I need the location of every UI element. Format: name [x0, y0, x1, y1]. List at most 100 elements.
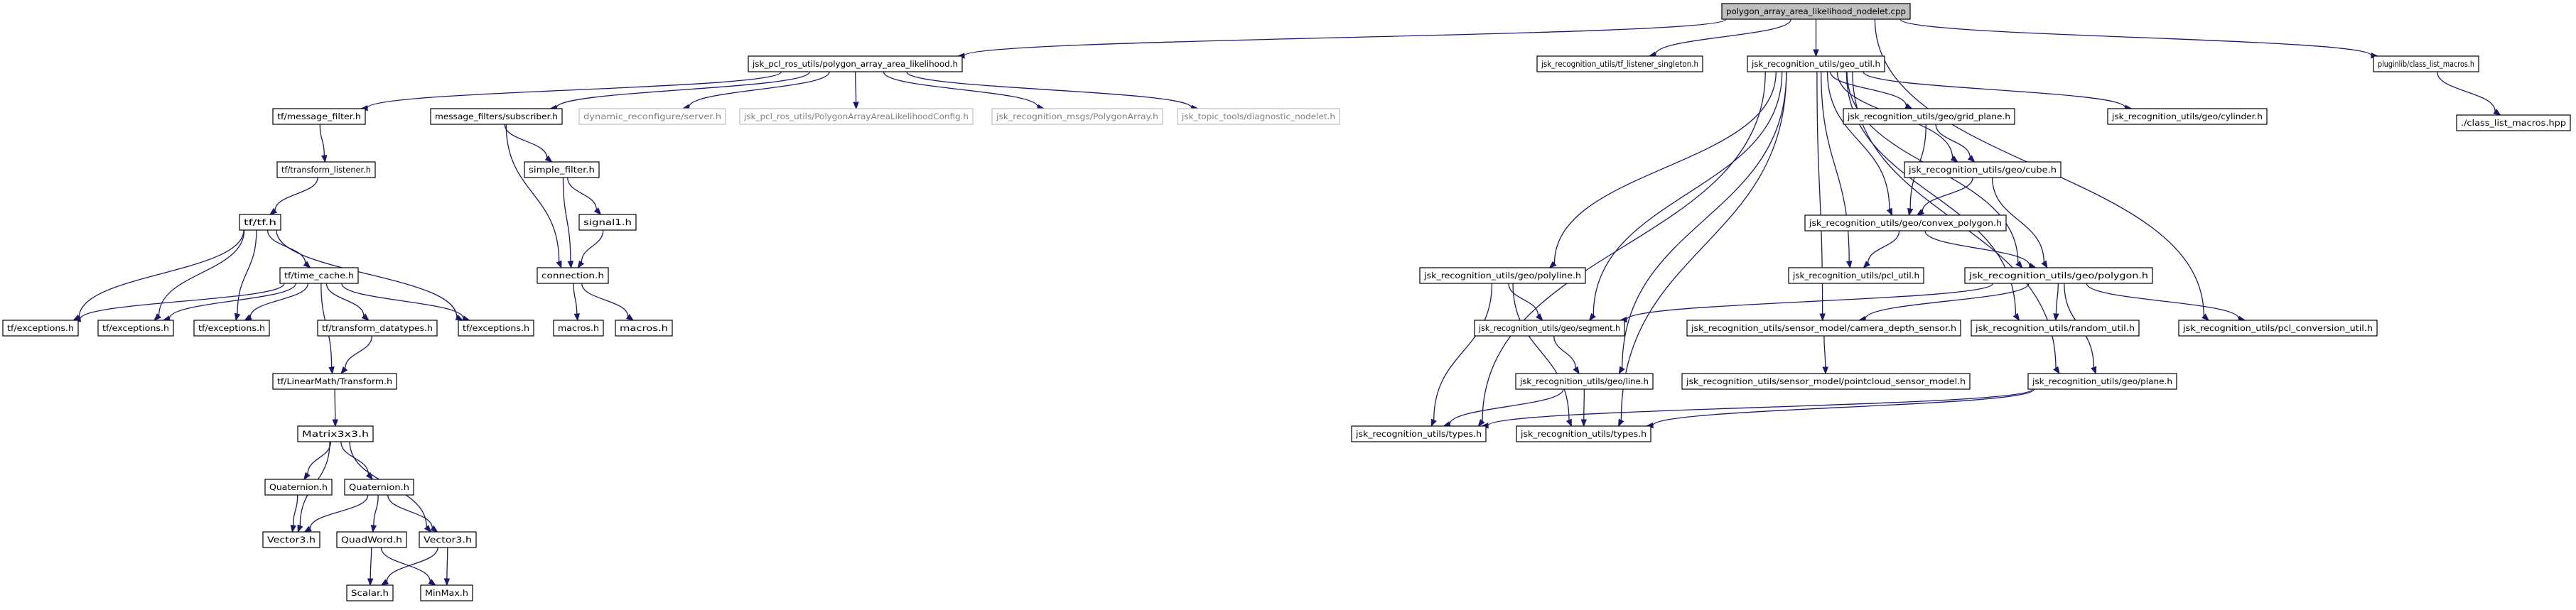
node-time-cache[interactable]: tf/time_cache.h [279, 267, 359, 284]
node-plane[interactable]: jsk_recognition_utils/geo/plane.h [2027, 373, 2177, 390]
node-exc1[interactable]: tf/exceptions.h [2, 320, 79, 337]
node-quaternion2[interactable]: Quaternion.h [344, 479, 414, 496]
node-box [1177, 108, 1340, 125]
edge-arrowhead [2091, 366, 2097, 375]
node-grid-plane[interactable]: jsk_recognition_utils/geo/grid_plane.h [1843, 108, 2015, 125]
node-polyline[interactable]: jsk_recognition_utils/geo/polyline.h [1419, 267, 1586, 284]
edge-time-cache-to-exc3 [244, 283, 308, 321]
node-diag-nodelet[interactable]: jsk_topic_tools/diagnostic_nodelet.h [1177, 108, 1340, 125]
edge-arrowhead [367, 578, 374, 587]
node-label: Quaternion.h [269, 482, 328, 492]
node-label: jsk_recognition_utils/types.h [1520, 429, 1647, 439]
node-simple-filter[interactable]: simple_filter.h [524, 161, 600, 178]
node-tf-h[interactable]: tf/tf.h [239, 214, 281, 231]
node-signal1[interactable]: signal1.h [578, 214, 637, 231]
edge-arrowhead [853, 102, 859, 110]
edge-arrowhead [1950, 155, 1958, 163]
node-linearmath-transform[interactable]: tf/LinearMath/Transform.h [272, 373, 397, 390]
node-polygon-array-msg[interactable]: jsk_recognition_msgs/PolygonArray.h [991, 108, 1163, 125]
node-box [1515, 373, 1654, 390]
edge-arrowhead [380, 579, 389, 586]
edge-line [1508, 283, 1539, 316]
node-quadword[interactable]: QuadWord.h [336, 531, 407, 548]
edge-line [373, 494, 379, 526]
node-quaternion1[interactable]: Quaternion.h [264, 479, 333, 496]
node-box [524, 161, 600, 178]
edge-polyline-to-segment [1508, 283, 1543, 322]
node-pcl-conversion-util[interactable]: jsk_recognition_utils/pcl_conversion_uti… [2178, 320, 2378, 337]
node-mf-subscriber[interactable]: message_filters/subscriber.h [430, 108, 563, 125]
edge-pal-h-to-polygon-array-msg [883, 71, 1045, 110]
node-box [97, 320, 174, 337]
edge-line [581, 283, 629, 317]
edge-line [1620, 71, 1787, 420]
node-box [193, 320, 270, 337]
edge-polygon-to-random-util [2053, 283, 2059, 322]
edge-vector3-b-to-scalar [380, 547, 438, 586]
node-box [991, 108, 1163, 125]
node-transform-listener[interactable]: tf/transform_listener.h [276, 161, 376, 178]
edge-arrowhead [2493, 109, 2501, 116]
node-pal-config[interactable]: jsk_pcl_ros_utils/PolygonArrayAreaLikeli… [739, 108, 974, 125]
node-box [2027, 373, 2177, 390]
edge-root-to-tf-listener-singleton [1648, 18, 1791, 58]
node-segment[interactable]: jsk_recognition_utils/geo/segment.h [1474, 320, 1625, 337]
node-macros1[interactable]: macros.h [553, 320, 604, 337]
node-vector3-b[interactable]: Vector3.h [419, 531, 477, 548]
node-class-list-macros-hpp[interactable]: ./class_list_macros.hpp [2456, 114, 2571, 131]
node-pal-h[interactable]: jsk_pcl_ros_utils/polygon_array_area_lik… [748, 55, 963, 72]
node-msg-filter[interactable]: tf/message_filter.h [272, 108, 366, 125]
node-cylinder[interactable]: jsk_recognition_utils/geo/cylinder.h [2107, 108, 2268, 125]
node-root[interactable]: polygon_array_area_likelihood_nodelet.cp… [1721, 3, 1911, 20]
node-box [458, 320, 534, 337]
node-types1[interactable]: jsk_recognition_utils/types.h [1351, 425, 1487, 442]
node-dyn-reconf[interactable]: dynamic_reconfigure/server.h [578, 108, 726, 125]
node-camera-depth-sensor[interactable]: jsk_recognition_utils/sensor_model/camer… [1686, 320, 1961, 337]
node-pcl-util[interactable]: jsk_recognition_utils/pcl_util.h [1788, 267, 1924, 284]
node-minmax[interactable]: MinMax.h [420, 584, 473, 601]
edge-line [505, 124, 560, 262]
node-line[interactable]: jsk_recognition_utils/geo/line.h [1515, 373, 1654, 390]
edge-convex-polygon-to-pcl-util [1863, 230, 1900, 268]
edge-polyline-to-types1 [1430, 283, 1493, 427]
node-box [272, 108, 366, 125]
node-connection[interactable]: connection.h [537, 267, 609, 284]
edge-arrowhead [1822, 366, 1828, 375]
edge-geo-util-to-types2 [1617, 71, 1787, 427]
node-random-util[interactable]: jsk_recognition_utils/random_util.h [1971, 320, 2140, 337]
node-cube[interactable]: jsk_recognition_utils/geo/cube.h [1904, 161, 2062, 178]
node-geo-util[interactable]: jsk_recognition_utils/geo_util.h [1747, 55, 1885, 72]
edge-arrowhead [625, 314, 635, 321]
node-macros2[interactable]: macros.h [615, 320, 673, 337]
node-label: jsk_recognition_utils/random_util.h [1975, 323, 2135, 333]
edge-line [266, 229, 306, 264]
edge-line [80, 283, 285, 320]
node-transform-datatypes[interactable]: tf/transform_datatypes.h [317, 320, 438, 337]
node-label: tf/exceptions.h [463, 323, 529, 333]
edge-arrowhead [234, 312, 241, 322]
edge-line [446, 547, 448, 579]
node-box [578, 214, 637, 231]
node-exc4[interactable]: tf/exceptions.h [458, 320, 534, 337]
node-matrix3x3[interactable]: Matrix3x3.h [297, 425, 374, 442]
edge-arrowhead [2053, 313, 2059, 322]
node-convex-polygon[interactable]: jsk_recognition_utils/geo/convex_polygon… [1804, 214, 2007, 232]
edge-quadword-to-scalar [367, 547, 374, 587]
edge-line [1553, 335, 1576, 369]
node-polygon[interactable]: jsk_recognition_utils/geo/polygon.h [1964, 267, 2153, 284]
node-types2[interactable]: jsk_recognition_utils/types.h [1516, 425, 1651, 442]
node-vector3-a[interactable]: Vector3.h [262, 531, 320, 548]
edge-arrowhead [244, 314, 252, 321]
edge-class-list-macros-to-class-list-macros-hpp [2437, 71, 2501, 116]
edge-arrowhead [1617, 418, 1624, 427]
edge-simple-filter-to-signal1 [567, 177, 602, 216]
node-scalar[interactable]: Scalar.h [346, 584, 394, 601]
edge-line [567, 177, 597, 210]
node-box [344, 479, 414, 496]
node-class-list-macros[interactable]: pluginlib/class_list_macros.h [2373, 55, 2479, 72]
node-pointcloud-sensor-model[interactable]: jsk_recognition_utils/sensor_model/point… [1681, 373, 1971, 390]
node-exc3[interactable]: tf/exceptions.h [193, 320, 270, 337]
node-tf-listener-singleton[interactable]: jsk_recognition_utils/tf_listener_single… [1536, 55, 1703, 72]
edge-line [1922, 177, 1973, 212]
node-exc2[interactable]: tf/exceptions.h [97, 320, 174, 337]
